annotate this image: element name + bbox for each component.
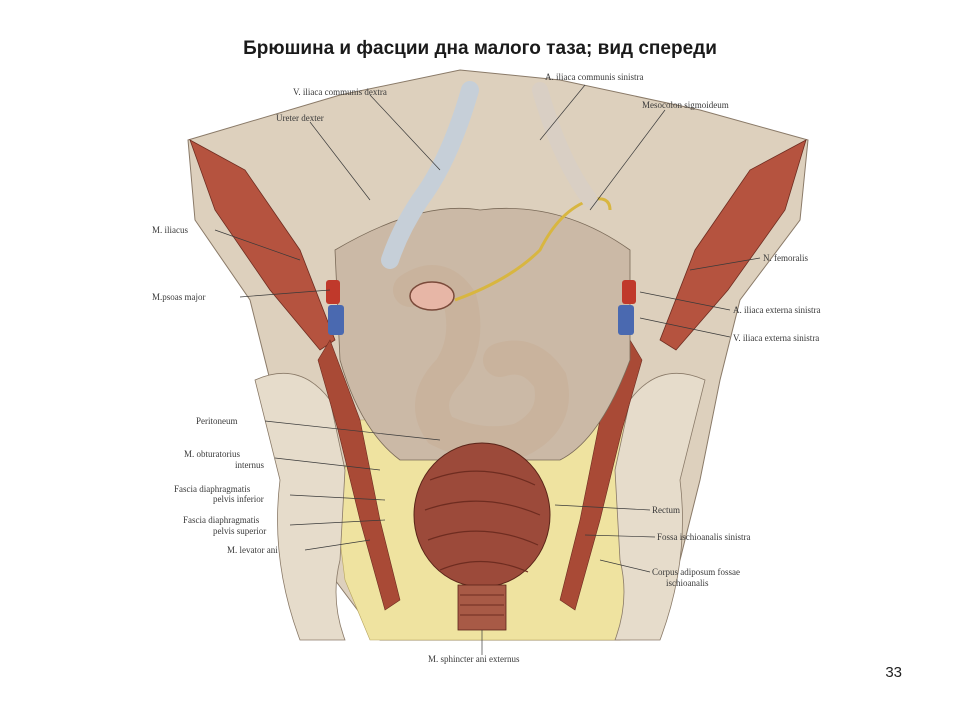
label-m-obturatorius: M. obturatorius: [184, 449, 240, 459]
right-common-iliac-vein: [381, 81, 479, 269]
label-fascia-inferior-1: Fascia diaphragmatis: [174, 484, 251, 494]
label-m-obturatorius-internus: internus: [235, 460, 264, 470]
mesocolon-vessel: [454, 197, 612, 302]
label-mesocolon-sigmoideum: Mesocolon sigmoideum: [642, 100, 729, 110]
rectum-folds: [424, 470, 541, 573]
label-fossa-ischioanalis-sinistra: Fossa ischioanalis sinistra: [657, 532, 751, 542]
peritoneal-cavity: [334, 207, 631, 461]
label-corpus-adiposum-1: Corpus adiposum fossae: [652, 567, 740, 577]
label-rectum: Rectum: [652, 505, 680, 515]
label-v-iliaca-externa-sinistra: V. iliaca externa sinistra: [733, 333, 819, 343]
page-number: 33: [885, 664, 902, 681]
right-obturator-muscle: [559, 339, 643, 611]
label-n-femoralis: N. femoralis: [763, 253, 808, 263]
label-v-iliaca-communis-dextra: V. iliaca communis dextra: [293, 87, 387, 97]
label-peritoneum: Peritoneum: [196, 416, 238, 426]
sphincter-lines: [460, 594, 504, 616]
label-a-iliaca-externa-sinistra: A. iliaca externa sinistra: [733, 305, 820, 315]
label-m-sphincter-ani-externus: M. sphincter ani externus: [428, 654, 520, 664]
anal-canal: [457, 584, 507, 631]
label-m-psoas-major: M.psoas major: [152, 292, 206, 302]
page-title: Брюшина и фасции дна малого таза; вид сп…: [243, 38, 717, 59]
right-iliacus-muscle: [659, 139, 807, 351]
right-external-iliac-artery: [326, 280, 340, 304]
label-fascia-inferior-2: pelvis inferior: [213, 494, 264, 504]
rectum: [413, 442, 551, 588]
right-external-iliac-vein: [328, 305, 344, 335]
label-m-iliacus: M. iliacus: [152, 225, 188, 235]
label-fascia-superior-1: Fascia diaphragmatis: [183, 515, 260, 525]
left-common-iliac-artery: [532, 82, 598, 208]
label-corpus-adiposum-2: ischioanalis: [666, 578, 709, 588]
sigmoid-colon: [393, 265, 569, 461]
label-m-levator-ani: M. levator ani: [227, 545, 278, 555]
left-obturator-muscle: [317, 339, 401, 611]
label-fascia-superior-2: pelvis superior: [213, 526, 266, 536]
left-ischium: [254, 373, 346, 641]
right-ischium: [614, 373, 706, 641]
left-external-iliac-vein: [618, 305, 634, 335]
left-external-iliac-artery: [622, 280, 636, 304]
label-a-iliaca-communis-sinistra: A. iliaca communis sinistra: [545, 72, 643, 82]
sigmoid-lumen: [409, 281, 455, 311]
label-ureter-dexter: Ureter dexter: [276, 113, 324, 123]
